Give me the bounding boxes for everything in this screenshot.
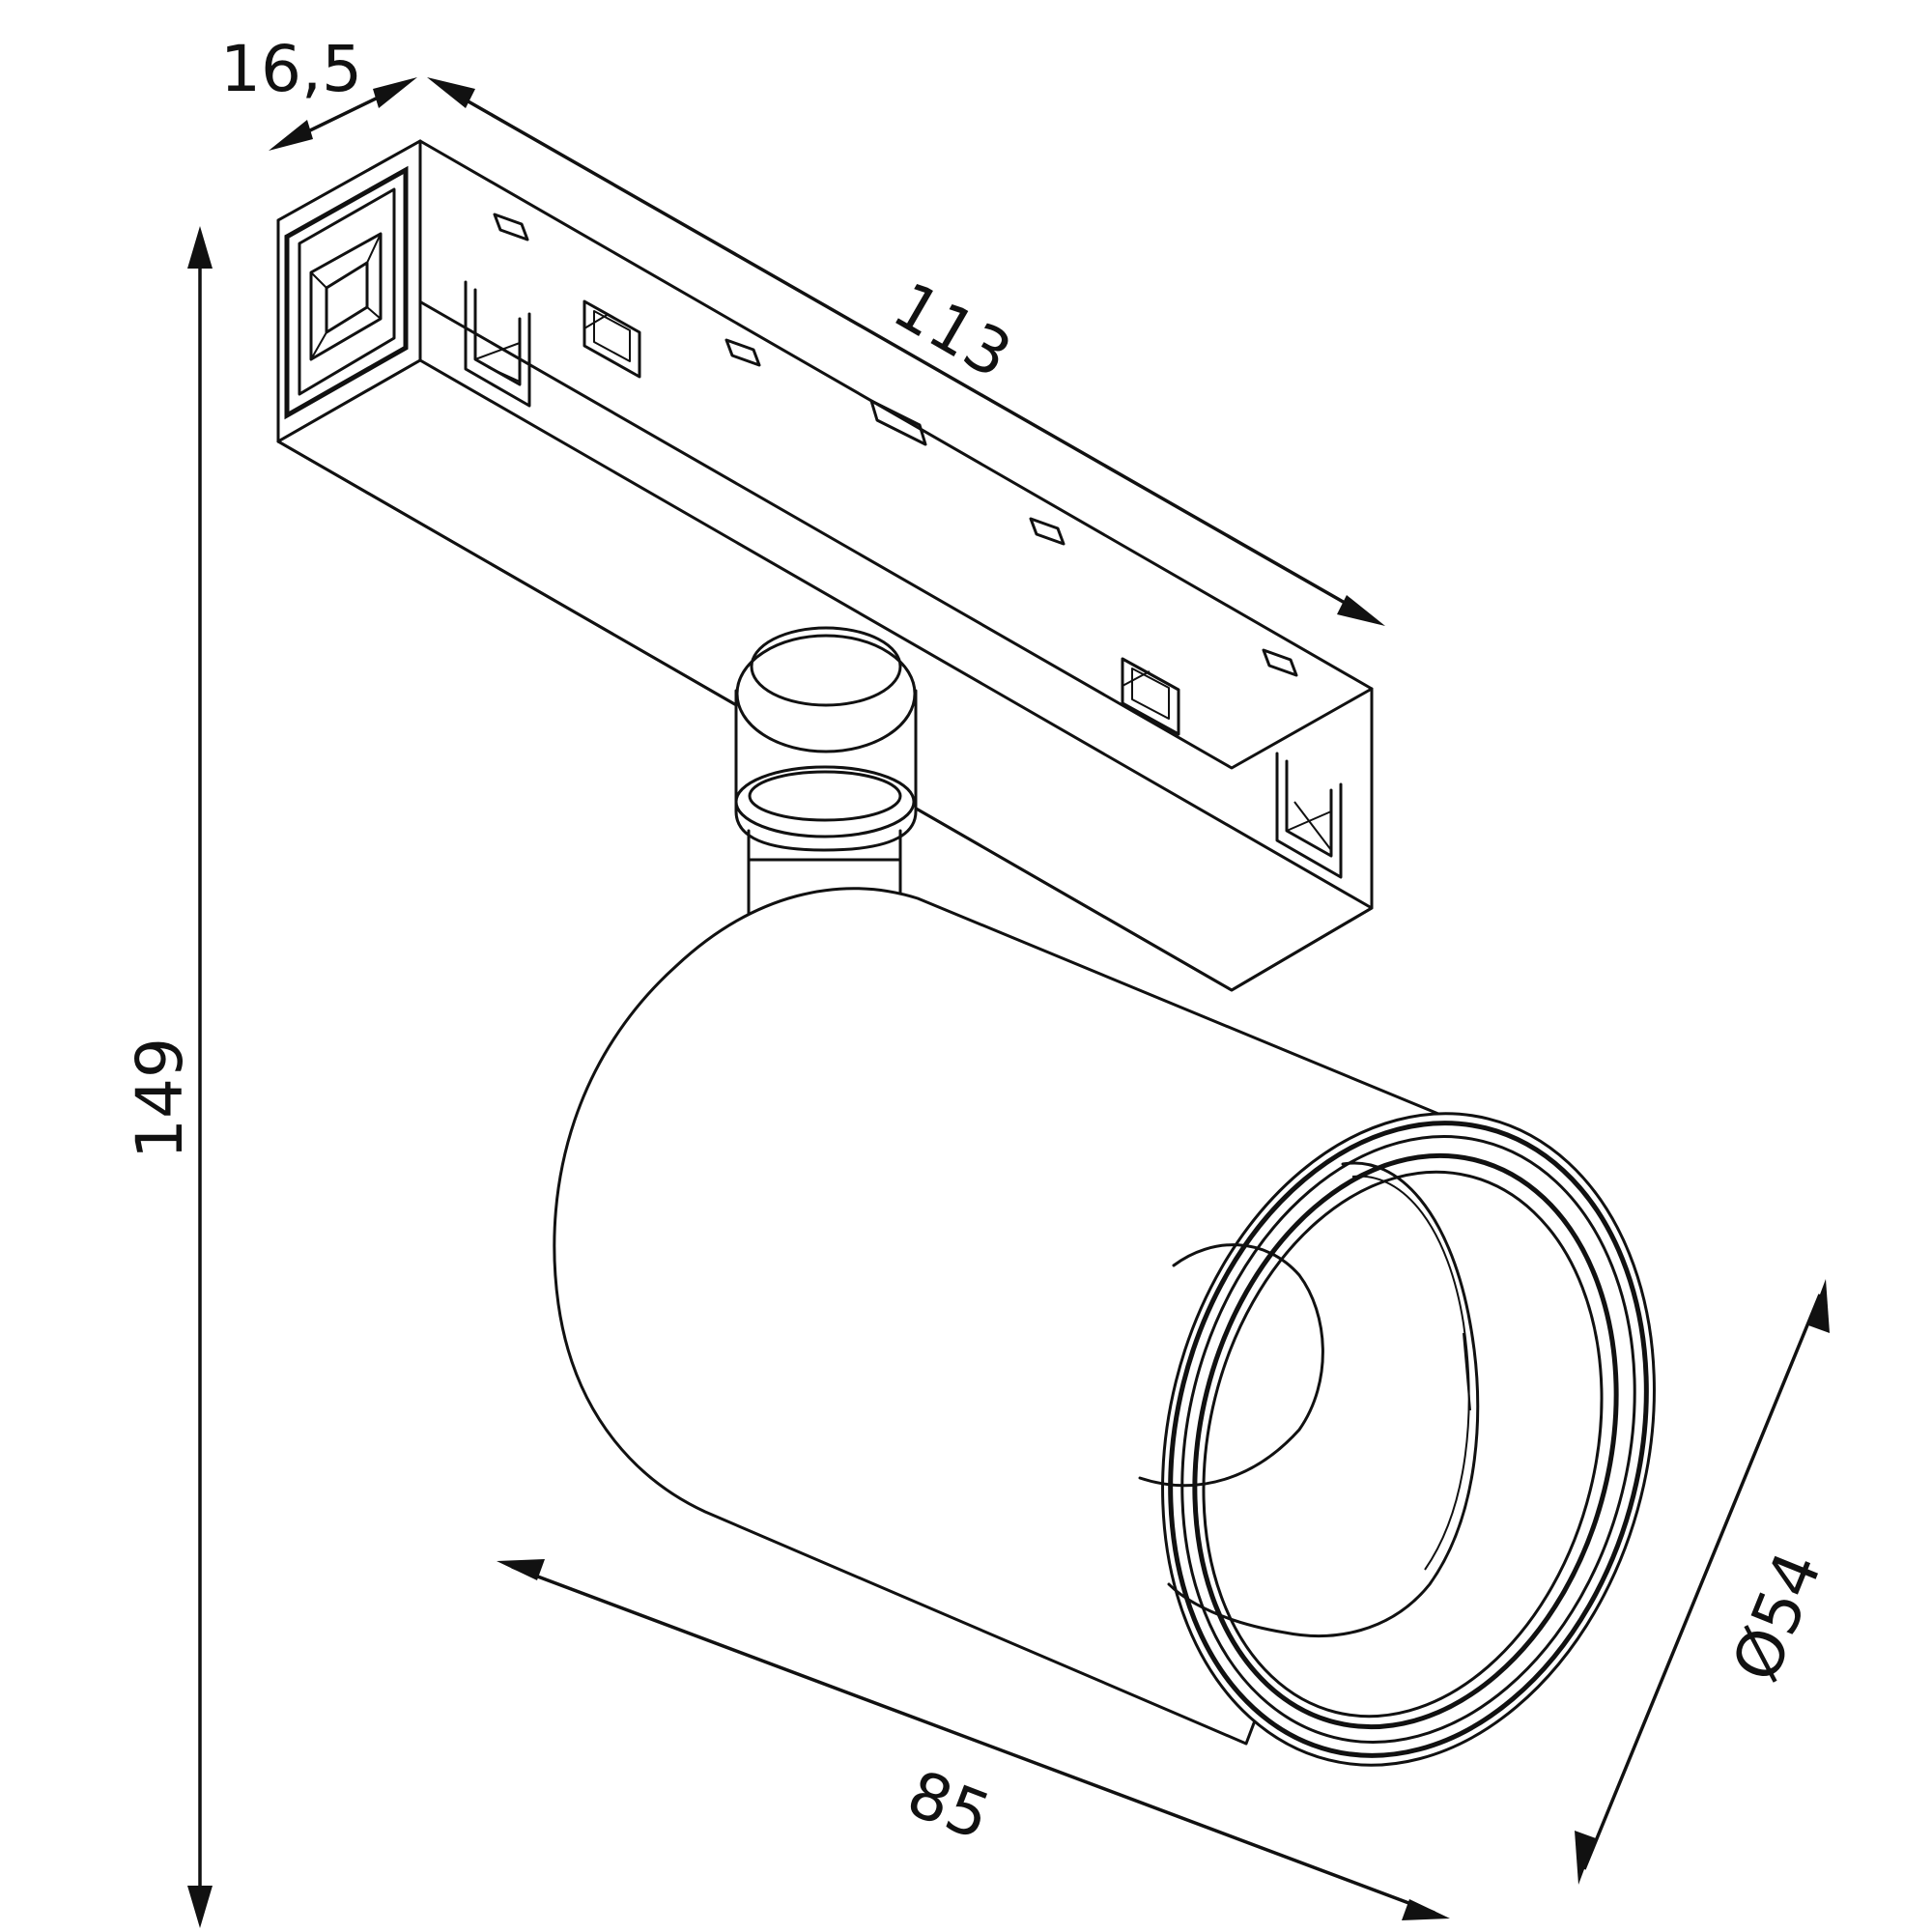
label-head-length: 85 — [897, 1756, 1000, 1855]
label-head-diameter: Ø54 — [1718, 1542, 1835, 1691]
reflector — [1167, 1161, 1480, 1637]
end-connector — [284, 165, 409, 420]
head-bezel-outer — [1161, 1112, 1656, 1767]
lens — [1138, 1243, 1324, 1488]
label-bracket-width: 16,5 — [220, 32, 362, 106]
dim-line-head-diameter — [1582, 1293, 1822, 1870]
label-track-length: 113 — [881, 268, 1024, 393]
adapter-contacts — [464, 280, 1343, 879]
spot-head — [553, 887, 1656, 1767]
dim-line-track-length — [439, 83, 1373, 620]
dimension-lines — [187, 77, 1830, 1928]
dim-line-head-length — [511, 1565, 1435, 1915]
adapter-slots — [493, 213, 1298, 677]
label-total-height: 149 — [123, 1037, 197, 1159]
